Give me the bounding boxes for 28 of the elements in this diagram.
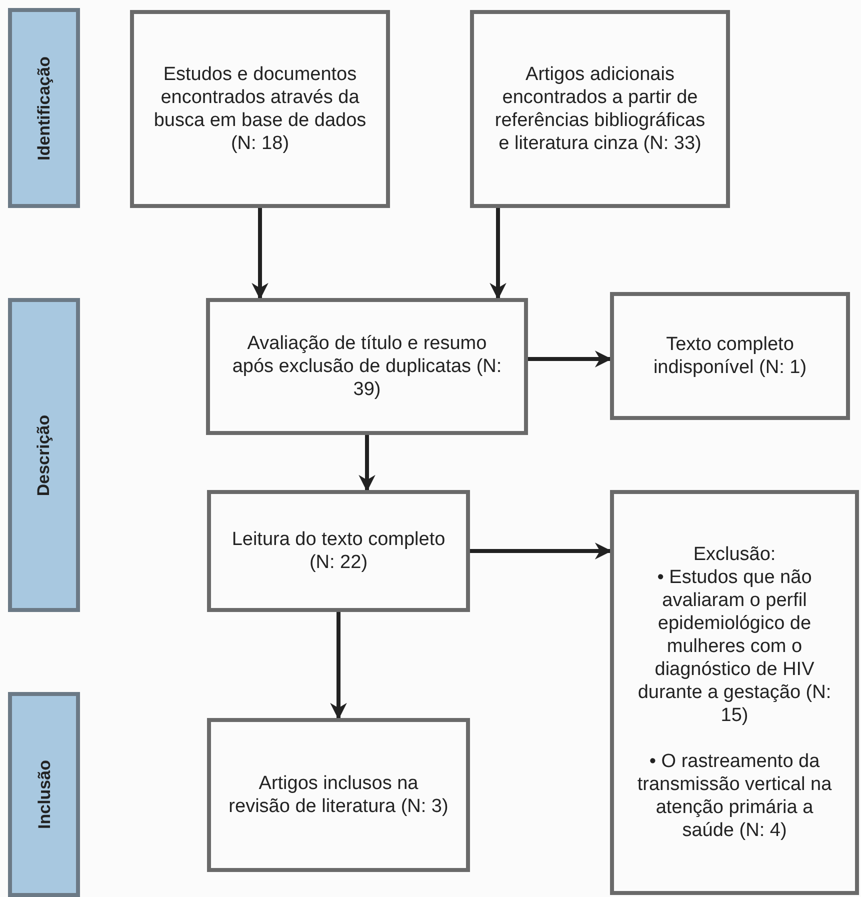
process-box xyxy=(207,490,470,612)
process-box xyxy=(130,10,390,208)
stage-label: Descrição xyxy=(34,414,54,496)
box-text: Artigos inclusos na revisão de literatura (N: 3) xyxy=(228,772,450,818)
arrow xyxy=(528,350,612,368)
box-heading: Exclusão: xyxy=(693,543,776,566)
process-box xyxy=(470,10,730,208)
arrow xyxy=(358,435,376,492)
box-text: • O rastreamento da transmissão vertical na atenção primária a saúde (N: 4) xyxy=(636,750,833,842)
stage-band xyxy=(8,298,80,612)
arrow xyxy=(490,208,506,300)
stage-label: Identificação xyxy=(34,56,54,160)
process-box xyxy=(610,490,859,895)
box-text: Artigos adicionais encontrados a partir de referências bibliográficas e literatura cinza (N: 33) xyxy=(494,63,706,155)
arrow xyxy=(330,612,347,720)
process-box xyxy=(207,718,470,872)
stage-band xyxy=(8,692,80,897)
box-text: Estudos e documentos encontrados através da busca em base de dados (N: 18) xyxy=(152,63,368,155)
box-text: Leitura do texto completo (N: 22) xyxy=(230,528,446,574)
arrow xyxy=(252,208,268,300)
process-box xyxy=(610,292,850,420)
process-box xyxy=(206,298,528,435)
box-text: Texto completo indisponível (N: 1) xyxy=(652,333,808,379)
box-text: Avaliação de título e resumo após exclusão de duplicatas (N: 39) xyxy=(231,332,503,401)
stage-band xyxy=(8,8,80,208)
box-text: • Estudos que não avaliaram o perfil epidemiológico de mulheres com o diagnóstico de HIV durante a gestação (N: 15) xyxy=(636,566,832,727)
arrow xyxy=(470,542,612,560)
stage-label: Inclusão xyxy=(34,760,54,829)
